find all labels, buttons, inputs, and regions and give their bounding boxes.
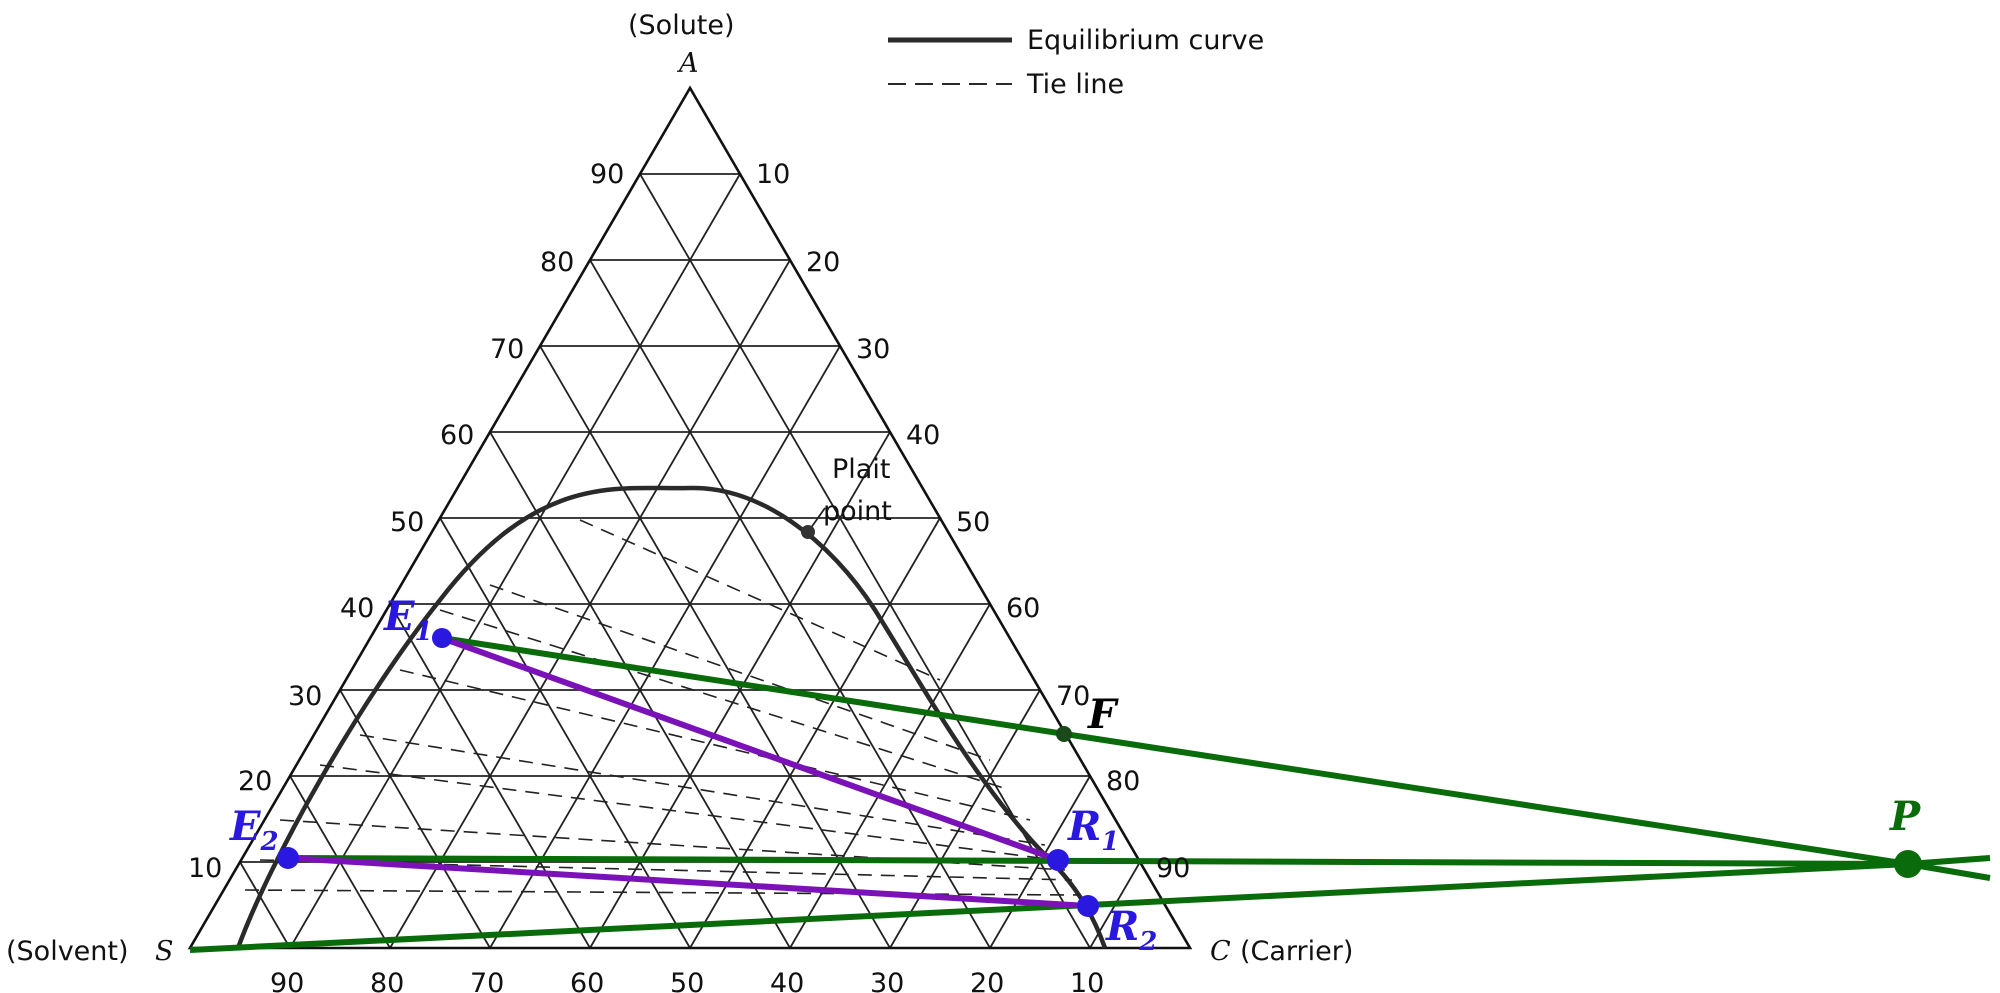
right-tick: 50 (956, 507, 990, 538)
line-S-R2-P (189, 861, 1909, 953)
left-tick: 70 (490, 334, 524, 365)
line-E2-R1-P (287, 855, 1909, 867)
point-E1 (432, 628, 452, 648)
legend: Equilibrium curve Tie line (888, 25, 1264, 100)
point-P (1894, 850, 1922, 878)
left-tick-labels: 90 80 70 60 50 40 30 20 10 (188, 159, 624, 884)
left-tick: 40 (340, 593, 374, 624)
plait-point-marker (801, 525, 815, 539)
vertex-top-letter: A (676, 48, 699, 79)
tie-line (489, 584, 991, 761)
label-F: F (1087, 691, 1119, 738)
plait-point-label-line1: Plait (832, 454, 890, 485)
line-E2-R2 (287, 855, 1089, 909)
label-R2: R2 (1105, 903, 1157, 957)
left-tick: 60 (440, 420, 474, 451)
left-tick: 20 (238, 766, 272, 797)
triangle-outline (187, 85, 1193, 950)
vertex-left-letter: S (155, 936, 174, 967)
point-R1 (1047, 849, 1069, 871)
grid-line-solvent (439, 517, 691, 949)
line-E1-F-P (441, 635, 1909, 867)
tie-line (319, 764, 1056, 861)
right-tick: 20 (806, 247, 840, 278)
right-tick: 80 (1106, 766, 1140, 797)
point-F (1056, 726, 1072, 742)
tie-line (359, 734, 1046, 846)
right-tick-labels: 10 20 30 40 50 60 70 80 90 (756, 159, 1190, 884)
line-E1-R1 (440, 635, 1060, 863)
bottom-tick: 60 (570, 968, 604, 993)
grid-line-carrier (289, 173, 741, 949)
left-tick: 30 (288, 681, 322, 712)
plait-point-label-line2: point (823, 496, 892, 527)
equilibrium-curve (235, 485, 1108, 949)
grid-line-carrier (689, 517, 941, 949)
left-tick: 80 (540, 247, 574, 278)
right-tick: 10 (756, 159, 790, 190)
vertex-top-caption: (Solute) (628, 10, 735, 41)
left-tick: 90 (590, 159, 624, 190)
grid-line-solvent (539, 345, 891, 949)
point-E2 (277, 847, 299, 869)
bottom-tick: 20 (970, 968, 1004, 993)
vertex-right-letter: C (1210, 936, 1231, 967)
point-R2 (1077, 895, 1099, 917)
bottom-tick: 10 (1070, 968, 1104, 993)
label-P: P (1889, 793, 1922, 840)
label-E1: E1 (383, 593, 433, 647)
tie-line (579, 519, 941, 681)
grid-line-carrier (889, 689, 1041, 949)
tie-line (244, 889, 1081, 896)
right-tick: 70 (1056, 681, 1090, 712)
vertex-right-caption: (Carrier) (1240, 936, 1353, 967)
tie-line (259, 859, 1073, 881)
tie-line (399, 669, 1031, 821)
bottom-tick: 80 (370, 968, 404, 993)
ternary-grid (239, 173, 1141, 949)
bottom-tick: 40 (770, 968, 804, 993)
right-tick: 30 (856, 334, 890, 365)
left-tick: 50 (390, 507, 424, 538)
legend-equilibrium-label: Equilibrium curve (1027, 25, 1264, 56)
right-tick: 40 (906, 420, 940, 451)
grid-line-solvent (339, 689, 491, 949)
bottom-tick: 90 (270, 968, 304, 993)
label-R1: R1 (1067, 803, 1119, 857)
bottom-tick: 70 (470, 968, 504, 993)
bottom-tick-labels: 90 80 70 60 50 40 30 20 10 (270, 968, 1104, 993)
right-tick: 90 (1156, 853, 1190, 884)
bottom-tick: 30 (870, 968, 904, 993)
label-E2: E2 (229, 803, 279, 857)
tie-lines (244, 519, 1081, 896)
right-tick: 60 (1006, 593, 1040, 624)
vertex-left-caption: (Solvent) (6, 936, 129, 967)
tie-line (439, 609, 1011, 791)
bottom-tick: 50 (670, 968, 704, 993)
left-tick: 10 (188, 853, 222, 884)
legend-tie-label: Tie line (1026, 69, 1124, 100)
grid-line-solvent (239, 861, 291, 949)
